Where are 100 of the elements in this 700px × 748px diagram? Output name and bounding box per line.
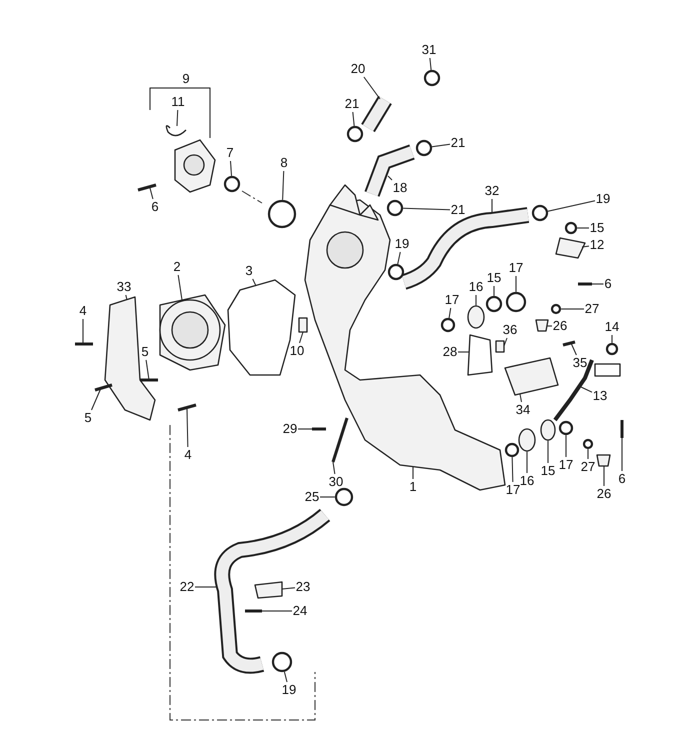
leader-line <box>125 294 128 300</box>
o-ring <box>440 318 456 332</box>
callout-number: 33 <box>116 280 132 294</box>
sleeve <box>540 419 556 441</box>
leader-line <box>150 188 154 200</box>
sleeve <box>467 305 485 329</box>
leader-line <box>448 308 452 318</box>
bolt <box>312 428 326 430</box>
callout-number: 27 <box>584 302 600 316</box>
callout-number: 35 <box>572 356 588 370</box>
callout-number: 34 <box>516 403 530 417</box>
bolt <box>620 420 624 438</box>
callout-number: 17 <box>506 483 520 497</box>
bolt <box>75 342 93 346</box>
callout-number: 26 <box>596 487 612 501</box>
o-ring <box>486 296 502 312</box>
leader-line <box>352 112 355 126</box>
leader-line <box>580 386 592 393</box>
callout-number: 17 <box>444 293 460 307</box>
callout-number: 1 <box>409 480 417 494</box>
callout-number: 17 <box>558 458 574 472</box>
wire-clip <box>166 125 186 136</box>
thermostat <box>224 176 240 192</box>
callout-number: 5 <box>141 345 149 359</box>
leader-line <box>570 342 577 356</box>
callout-number: 20 <box>350 62 366 76</box>
callout-number: 11 <box>171 95 185 109</box>
leader-line <box>252 278 256 286</box>
callout-number: 32 <box>484 184 500 198</box>
callout-number: 16 <box>468 280 484 294</box>
leader-line <box>298 428 312 430</box>
plug <box>596 454 611 467</box>
leader-line <box>332 462 336 474</box>
o-ring <box>558 420 574 436</box>
leader-line <box>402 208 450 210</box>
bushing <box>298 317 308 333</box>
stud-bolt <box>332 418 348 462</box>
leader-line <box>282 587 296 590</box>
leader-line <box>582 246 590 248</box>
leader-line <box>397 252 401 265</box>
leader-line <box>526 451 528 474</box>
callout-number: 12 <box>590 238 604 252</box>
callout-number: 30 <box>328 475 344 489</box>
leader-line <box>82 318 84 344</box>
washer <box>582 438 594 450</box>
callout-number: 31 <box>422 43 436 57</box>
washer <box>550 304 562 314</box>
bolt <box>562 340 576 346</box>
leader-line <box>512 456 514 482</box>
leader-line <box>504 338 508 346</box>
sleeve <box>518 428 536 452</box>
callout-number: 6 <box>618 472 626 486</box>
bolt <box>138 184 156 192</box>
hose-clamp <box>424 70 440 86</box>
leader-line <box>176 110 178 126</box>
callout-number: 3 <box>245 264 253 278</box>
callout-number: 6 <box>604 277 612 291</box>
bolt <box>578 282 592 286</box>
hose-clamp <box>386 200 404 216</box>
hose-clamp <box>532 204 548 222</box>
leader-line <box>412 466 414 480</box>
callout-number: 28 <box>442 345 458 359</box>
callout-number: 25 <box>304 490 320 504</box>
leader-line <box>284 671 288 682</box>
callout-number: 9 <box>182 72 190 86</box>
callout-number: 21 <box>344 97 360 111</box>
leader-line <box>194 586 218 588</box>
o-ring <box>506 292 526 312</box>
callout-number: 29 <box>282 422 298 436</box>
callout-number: 19 <box>596 192 610 206</box>
callout-number: 22 <box>180 580 194 594</box>
coolant-hose <box>364 144 415 197</box>
callout-number: 16 <box>520 474 534 488</box>
coolant-pipe <box>553 359 621 422</box>
plug <box>535 319 549 332</box>
water-pump <box>159 294 226 371</box>
leader-line <box>363 76 380 100</box>
leader-line <box>282 170 284 200</box>
leader-line <box>320 496 336 498</box>
callout-number: 6 <box>151 200 159 214</box>
callout-number: 19 <box>282 683 296 697</box>
callout-number: 36 <box>502 323 518 337</box>
heat-shield <box>504 357 559 396</box>
callout-number: 23 <box>296 580 310 594</box>
callout-number: 15 <box>486 271 502 285</box>
bolt <box>140 378 158 382</box>
leader-line <box>520 394 522 402</box>
callout-number: 5 <box>84 411 92 425</box>
o-ring <box>504 442 520 458</box>
leader-line <box>547 200 596 212</box>
callout-number: 13 <box>592 389 608 403</box>
leader-line <box>178 274 182 300</box>
callout-number: 19 <box>394 237 410 251</box>
coolant-hose <box>361 96 392 132</box>
hose-clamp <box>416 140 432 156</box>
leader-line <box>429 58 432 70</box>
callout-number: 21 <box>450 203 466 217</box>
callout-number: 15 <box>540 464 556 478</box>
hose-clamp <box>334 488 354 506</box>
seal <box>495 340 505 353</box>
